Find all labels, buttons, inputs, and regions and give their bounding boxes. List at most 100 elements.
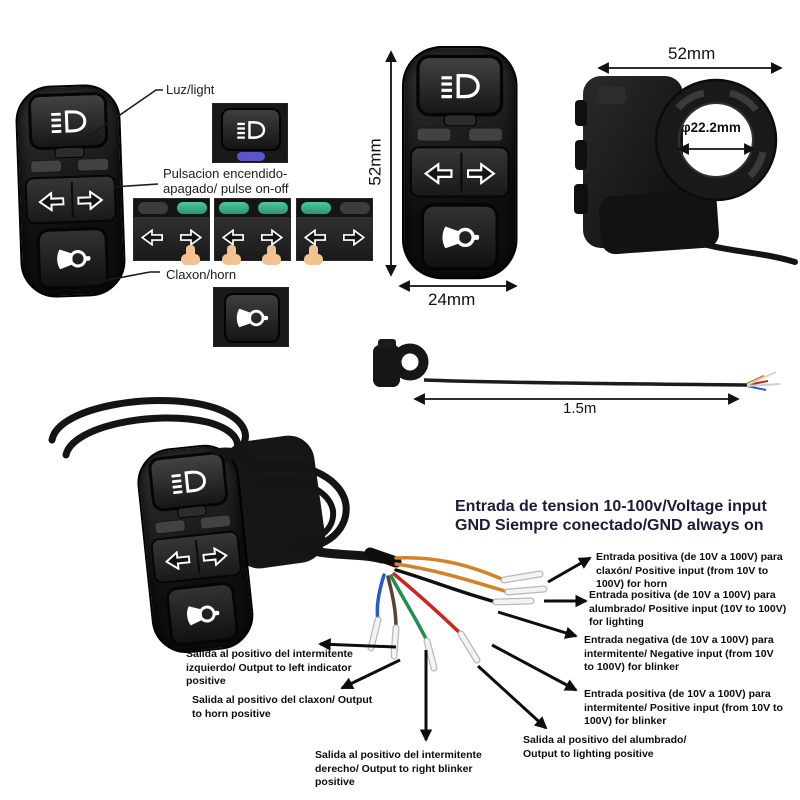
arrow-left-icon [141,229,163,246]
horn-icon [441,225,479,248]
clamp-ring-inner-edge [678,102,754,178]
wire-label-lighting-output: Salida al positivo del alumbrado/ Output… [523,734,687,760]
headlight-icon [50,109,86,133]
wire-orange-2 [394,562,510,594]
clamp-ring-slot [728,89,759,113]
turn-signal-rocker [409,146,510,198]
frayed-wire-blue [746,385,767,391]
dimension-width-label: 24mm [428,290,476,309]
clamp-cable [697,240,798,265]
wire-label-horn-output: Salida al positivo del claxon/ Output to… [192,694,373,720]
headlight-icon [440,73,480,98]
cable-length-label: 1.5m [563,400,597,417]
arrow-to-blinker-positive [491,643,578,692]
indicator-on [258,202,288,214]
button-notch [443,114,477,127]
arrow-left-icon [164,550,191,571]
frayed-wire-white [746,371,777,386]
switch-dimensioned-photo [402,46,518,280]
arrow-right-icon [77,189,104,211]
arrow-right-icon [466,162,496,185]
clamp-top-button [596,86,626,104]
finger-press-icon [262,245,281,265]
indicator-window-right [76,157,110,172]
arrow-to-lighting-output [476,664,548,730]
frayed-wire-orange [746,374,765,386]
dimension-height-label: 52mm [365,138,385,186]
callout-pulse-label: Pulsacion encendido-apagado/ pulse on-of… [163,166,289,196]
wire-orange-1 [394,555,506,582]
arrow-left-icon [424,162,453,185]
pulse-state-right [133,198,210,265]
headlight-icon [237,120,266,139]
mini-switch-top [378,339,396,348]
horn-icon [56,249,90,269]
arrow-right-icon [261,229,283,246]
clamp-diameter-label: φ22.2mm [681,120,741,135]
mini-switch-housing [373,345,400,387]
clamp-housing-lower [598,188,720,256]
pulse-state-both [214,198,291,265]
wire-blue [375,573,386,622]
pulse-state-left [296,198,373,265]
headlight-button [147,450,230,513]
turn-signal-rocker [149,529,243,585]
horn-icon [186,605,219,625]
horn-button [164,581,240,648]
arrow-left-icon [304,229,326,246]
indicator-off [340,202,370,214]
wire-label-blinker-positive-input: Entrada positiva (de 10V a 100V) para in… [584,688,783,728]
horn-button-detail [213,287,289,347]
wire-label-right-blinker-output: Salida al positivo del intermitente dere… [315,749,482,789]
horn-icon [236,308,269,328]
wire-label-lighting-input: Entrada positiva (de 10V a 100V) para al… [589,589,787,629]
wire-label-horn-input: Entrada positiva (de 10V a 100V) para cl… [596,551,783,591]
mini-clamp-ring [391,343,429,381]
cable-1-5m [423,378,748,387]
finger-press-icon [222,245,241,265]
indicator-on [177,202,207,214]
terminal-outline-group [367,570,548,672]
arrow-right-icon [343,229,365,246]
frayed-wire-red [746,380,769,386]
headlight-button-detail [212,103,288,163]
switch-front-photo [14,83,127,299]
clamp-width-label: 52mm [668,44,716,63]
clamp-side-button [574,184,588,214]
switch-product-photo [134,441,257,657]
headlight-icon [170,470,206,494]
wire-red [392,572,463,636]
arrow-to-left-indicator-output [318,638,397,651]
clamp-side-button [575,140,587,170]
cable-sheath-end [364,547,402,568]
horn-button [36,226,110,291]
terminal-group [368,571,547,671]
button-notch [53,146,85,159]
rocker-panel [134,217,209,260]
arrow-to-blinker-negative [497,610,578,639]
finger-press-icon [304,245,323,265]
frayed-wire-grey [746,383,781,387]
horn-button [224,293,280,343]
wiring-title-line1: Entrada de tension 10-100v/Voltage input [455,498,767,515]
wire-label-blinker-negative-input: Entrada negativa (de 10V a 100V) para in… [584,634,774,674]
callout-horn-label: Claxon/horn [166,267,237,282]
wire-green [389,574,429,643]
arrow-left-icon [222,229,244,246]
clamp-ring-slot [747,151,767,179]
arrow-to-horn-input [547,556,592,584]
wiring-title-line2: GND Siempre conectado/GND always on [455,517,764,534]
indicator-off [138,202,168,214]
indicator-window-right [468,127,504,142]
callout-light-label: Luz/light [166,82,215,97]
headlight-button [221,108,281,151]
indicator-on [219,202,249,214]
headlight-button [416,54,504,117]
indicator-on [301,202,331,214]
wire-label-left-indicator-output: Salida al positivo del intermitente izqu… [186,648,353,688]
headlight-button [27,91,109,151]
arrow-left-icon [38,191,65,213]
blue-indicator-light [237,152,265,161]
turn-signal-rocker [24,174,118,225]
clamp-side-button [575,100,587,126]
